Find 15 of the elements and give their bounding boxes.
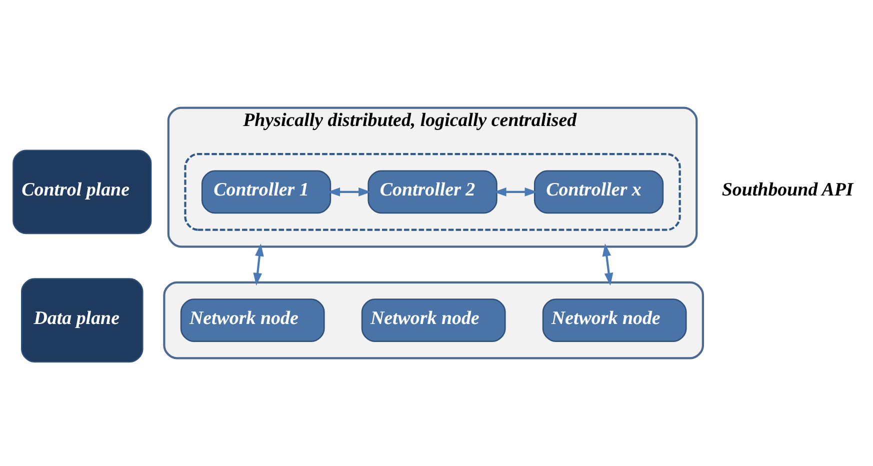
cluster xyxy=(184,153,680,231)
node-box: Controller x xyxy=(533,170,664,214)
arrow xyxy=(252,244,264,286)
node-box: Controller 1 xyxy=(200,170,331,214)
label: Southbound API xyxy=(721,180,853,201)
node-box: Data plane xyxy=(20,278,143,363)
cluster xyxy=(162,281,704,360)
node-box: Control plane xyxy=(12,150,152,234)
arrow xyxy=(602,244,613,286)
node-box: Controller 2 xyxy=(367,170,497,214)
node-box: Network node xyxy=(360,298,506,342)
arrow xyxy=(326,188,371,196)
node-box: Network node xyxy=(180,298,324,342)
node-box: Network node xyxy=(542,298,686,342)
arrow xyxy=(493,188,537,196)
